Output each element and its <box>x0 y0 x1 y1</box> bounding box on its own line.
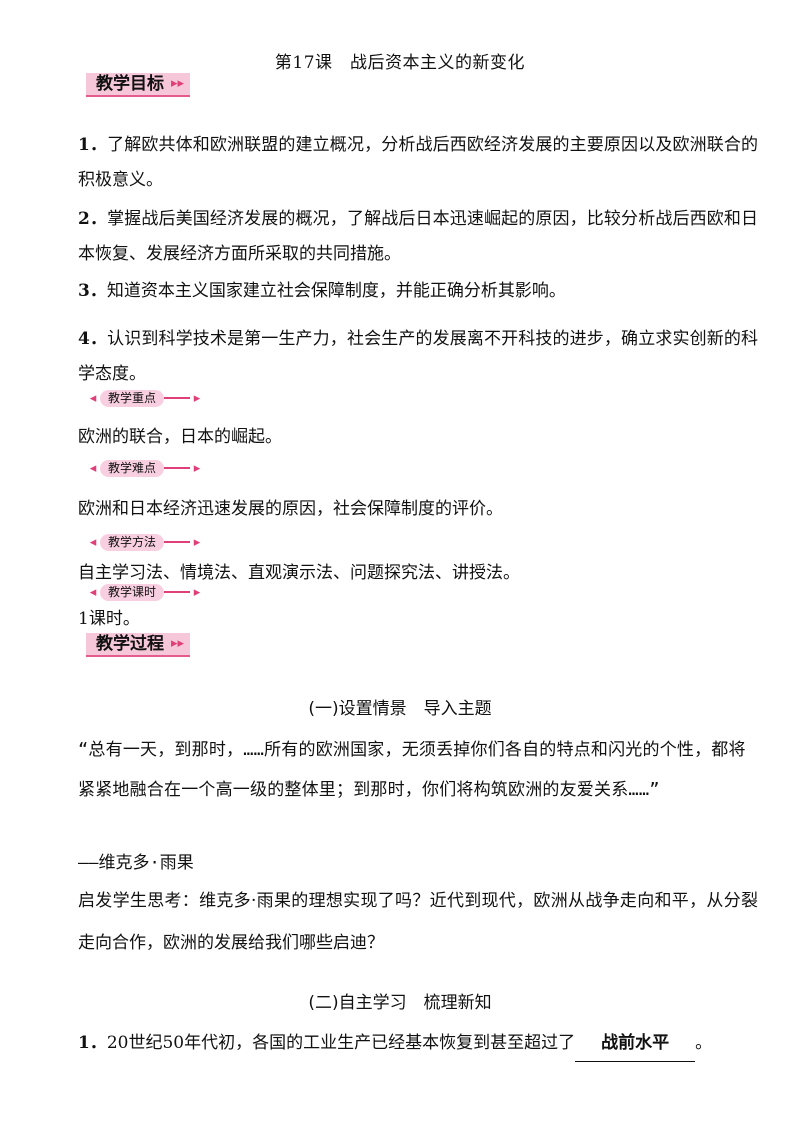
banner-label: 教学目标 <box>96 74 164 94</box>
pill-key-points: ◂教学重点▸ <box>86 388 204 408</box>
goal-item-3: 3．知道资本主义国家建立社会保障制度，并能正确分析其影响。 <box>78 281 566 301</box>
left-arrow-icon: ◂ <box>89 534 97 550</box>
goal-item-1: 1．了解欧共体和欧洲联盟的建立概况，分析战后西欧经济发展的主要原因以及欧洲联合的… <box>78 135 758 190</box>
quote-author: ——维克多·雨果 <box>78 853 194 873</box>
double-arrow-icon: ▸▸ <box>170 636 184 651</box>
section-heading-1: (一)设置情景 导入主题 <box>308 699 492 719</box>
study-item-1: 1．20世纪50年代初，各国的工业生产已经基本恢复到甚至超过了战前水平。 <box>78 1026 758 1062</box>
right-arrow-icon: ▸ <box>193 390 201 406</box>
answer-blank: 战前水平 <box>575 1026 696 1062</box>
hours-text: 1课时。 <box>78 609 140 629</box>
prompt-text: 启发学生思考：维克多·雨果的理想实现了吗？近代到现代，欧洲从战争走向和平，从分裂… <box>78 891 758 953</box>
left-arrow-icon: ◂ <box>89 390 97 406</box>
double-arrow-icon: ▸▸ <box>170 76 184 91</box>
pill-hours: ◂教学课时▸ <box>86 582 204 602</box>
left-arrow-icon: ◂ <box>89 584 97 600</box>
pill-methods: ◂教学方法▸ <box>86 532 204 552</box>
goal-item-4: 4．认识到科学技术是第一生产力，社会生产的发展离不开科技的进步，确立求实创新的科… <box>78 329 758 384</box>
difficulties-text: 欧洲和日本经济迅速发展的原因，社会保障制度的评价。 <box>78 499 503 519</box>
right-arrow-icon: ▸ <box>193 584 201 600</box>
key-points-text: 欧洲的联合，日本的崛起。 <box>78 427 282 447</box>
banner-teaching-goals: 教学目标 ▸▸ <box>86 72 190 98</box>
hugo-quote: “总有一天，到那时，……所有的欧洲国家，无须丢掉你们各自的特点和闪光的个性，都将… <box>78 740 746 800</box>
banner-teaching-process: 教学过程 ▸▸ <box>86 632 190 658</box>
left-arrow-icon: ◂ <box>89 460 97 476</box>
right-arrow-icon: ▸ <box>193 460 201 476</box>
banner-label: 教学过程 <box>96 634 164 654</box>
page-title: 第17课 战后资本主义的新变化 <box>274 53 526 73</box>
goal-item-2: 2．掌握战后美国经济发展的概况，了解战后日本迅速崛起的原因，比较分析战后西欧和日… <box>78 209 758 264</box>
pill-difficulties: ◂教学难点▸ <box>86 458 204 478</box>
section-heading-2: (二)自主学习 梳理新知 <box>308 993 492 1013</box>
methods-text: 自主学习法、情境法、直观演示法、问题探究法、讲授法。 <box>78 563 520 583</box>
right-arrow-icon: ▸ <box>193 534 201 550</box>
